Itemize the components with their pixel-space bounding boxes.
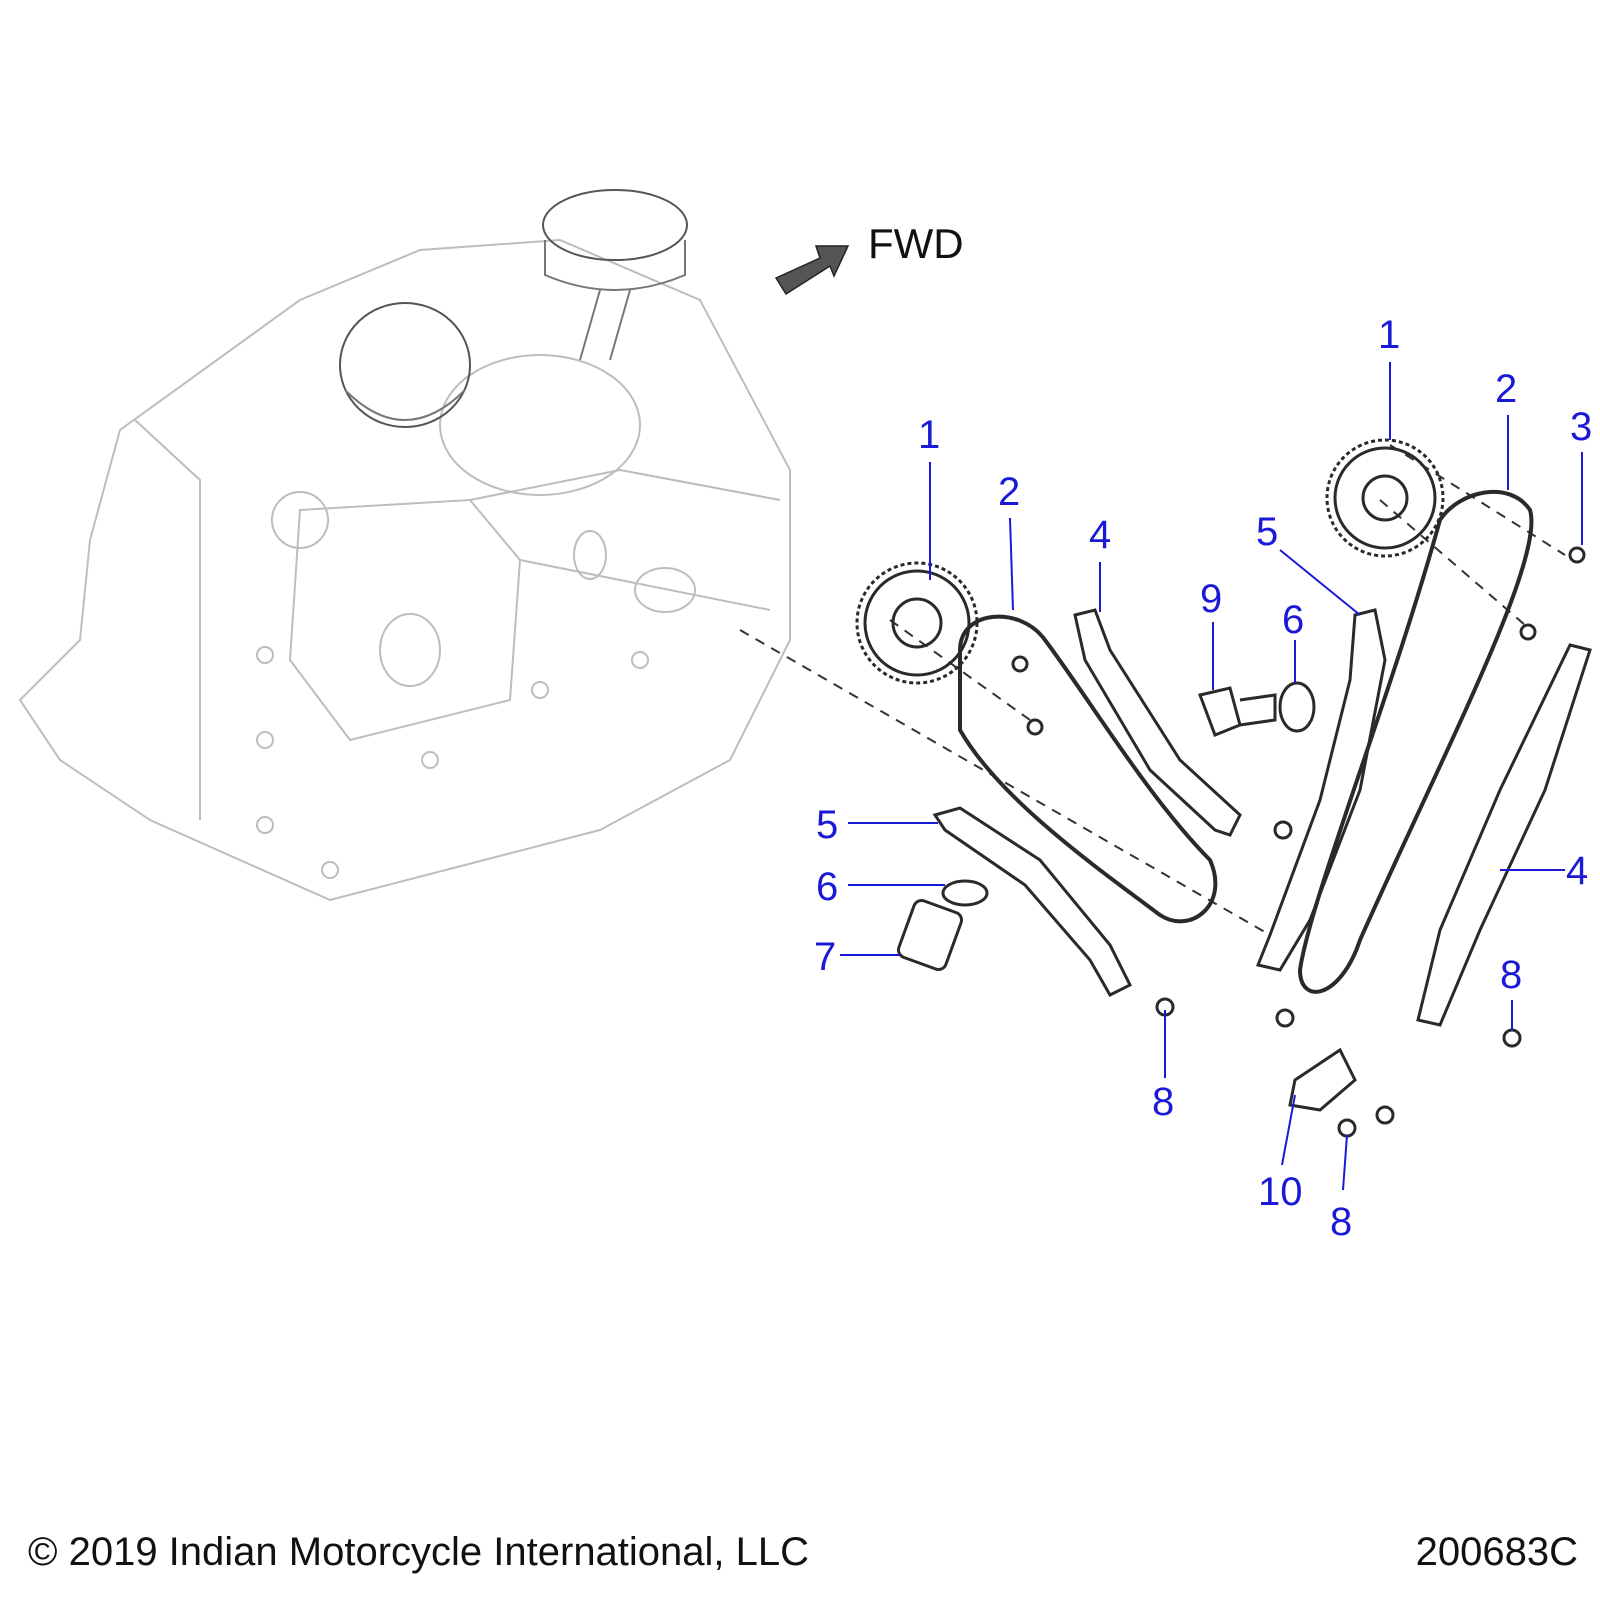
forward-arrow-icon: [774, 245, 850, 296]
callout-leaders: [840, 362, 1583, 1191]
tensioner-o-ring-rear: [941, 879, 989, 907]
forward-arrow-indicator: FWD: [774, 220, 964, 296]
callout-8-lower: 8: [1330, 1200, 1352, 1244]
callout-1-front: 1: [1378, 313, 1400, 357]
engine-crankcase: [18, 238, 791, 902]
piston-rear: [339, 302, 471, 428]
o-ring-6: [1278, 681, 1316, 733]
callout-3: 3: [1570, 405, 1592, 449]
cam-sprocket-front: [1325, 438, 1445, 558]
timing-chain-front: [1297, 489, 1534, 994]
callout-6-front: 6: [1282, 598, 1304, 642]
callout-6-rear: 6: [816, 865, 838, 909]
callout-4-front: 4: [1566, 849, 1588, 893]
callout-2-rear: 2: [998, 470, 1020, 514]
copyright-notice: © 2019 Indian Motorcycle International, …: [28, 1530, 810, 1574]
alignment-lines: [739, 444, 1566, 936]
figure-id: 200683C: [1415, 1530, 1578, 1574]
callout-5-front: 5: [1256, 510, 1278, 554]
chain-guide-rear: [1073, 608, 1242, 837]
callout-8-center: 8: [1152, 1080, 1174, 1124]
bolt-flange-b: [1275, 546, 1586, 1138]
chain-tensioner-blade-rear: [932, 806, 1133, 997]
callout-8-right: 8: [1500, 953, 1522, 997]
piston-front: [542, 189, 688, 361]
callout-2-front: 2: [1495, 367, 1517, 411]
forward-label: FWD: [868, 220, 964, 267]
callout-10: 10: [1258, 1170, 1303, 1214]
callout-1-rear: 1: [918, 413, 940, 457]
callout-4-rear: 4: [1089, 513, 1111, 557]
callout-5-rear: 5: [816, 803, 838, 847]
chain-guide-front: [1416, 643, 1592, 1027]
callout-9: 9: [1200, 577, 1222, 621]
chain-tensioner-rear: [897, 899, 963, 971]
timing-chain-rear: [958, 614, 1218, 924]
chain-guide-lower-10: [1288, 1047, 1357, 1112]
tensioner-plunger-9: [1197, 686, 1277, 737]
chain-tensioner-blade-front: [1255, 608, 1387, 972]
callout-numbers: 1 2 4 1 2 3 5 9 6 5 6 7 4 8 8 10 8: [814, 313, 1592, 1244]
callout-7: 7: [814, 935, 836, 979]
